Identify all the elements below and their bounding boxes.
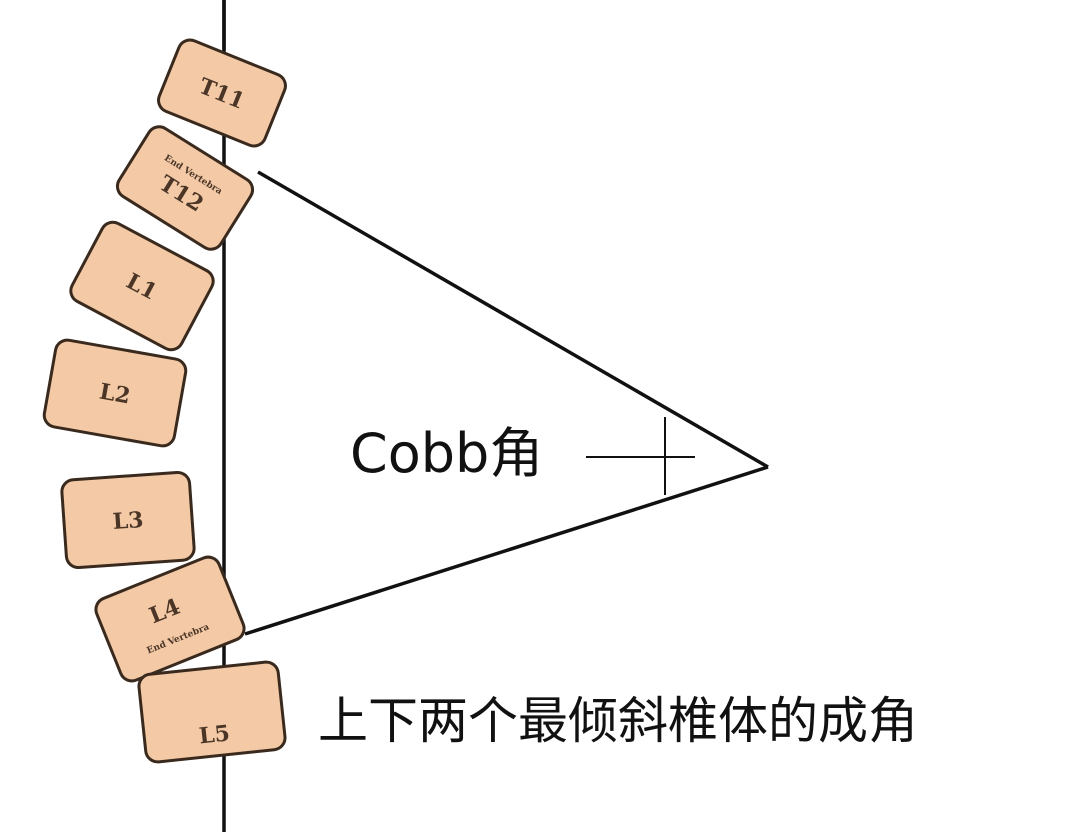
lower-endplate-line bbox=[244, 465, 769, 636]
upper-endplate-line bbox=[257, 170, 769, 469]
vertebra-l2: L2 bbox=[42, 338, 188, 448]
vertebra-body bbox=[94, 555, 246, 683]
vertebra-label-l2: L2 bbox=[97, 379, 132, 410]
vertebra-body bbox=[137, 660, 287, 764]
diagram-caption: 上下两个最倾斜椎体的成角 bbox=[318, 692, 918, 750]
vertebra-l4: L4 End Vertebra bbox=[94, 555, 246, 683]
vertebra-l3: L3 bbox=[60, 470, 196, 570]
vertebra-label-l5: L5 bbox=[198, 720, 231, 749]
vertebra-body bbox=[69, 220, 215, 352]
vertebra-label-l3: L3 bbox=[112, 507, 145, 535]
cobb-angle-label: Cobb角 bbox=[350, 422, 543, 485]
vertebra-t11: T11 bbox=[157, 38, 287, 148]
vertebra-body bbox=[60, 470, 196, 570]
vertebra-body bbox=[42, 338, 188, 448]
vertebra-l1: L1 bbox=[69, 220, 215, 352]
vertebra-l5: L5 bbox=[137, 660, 287, 764]
vertebra-body bbox=[157, 38, 287, 148]
vertebra-body bbox=[115, 125, 255, 251]
vertebra-t12: End Vertebra T12 bbox=[115, 125, 255, 251]
